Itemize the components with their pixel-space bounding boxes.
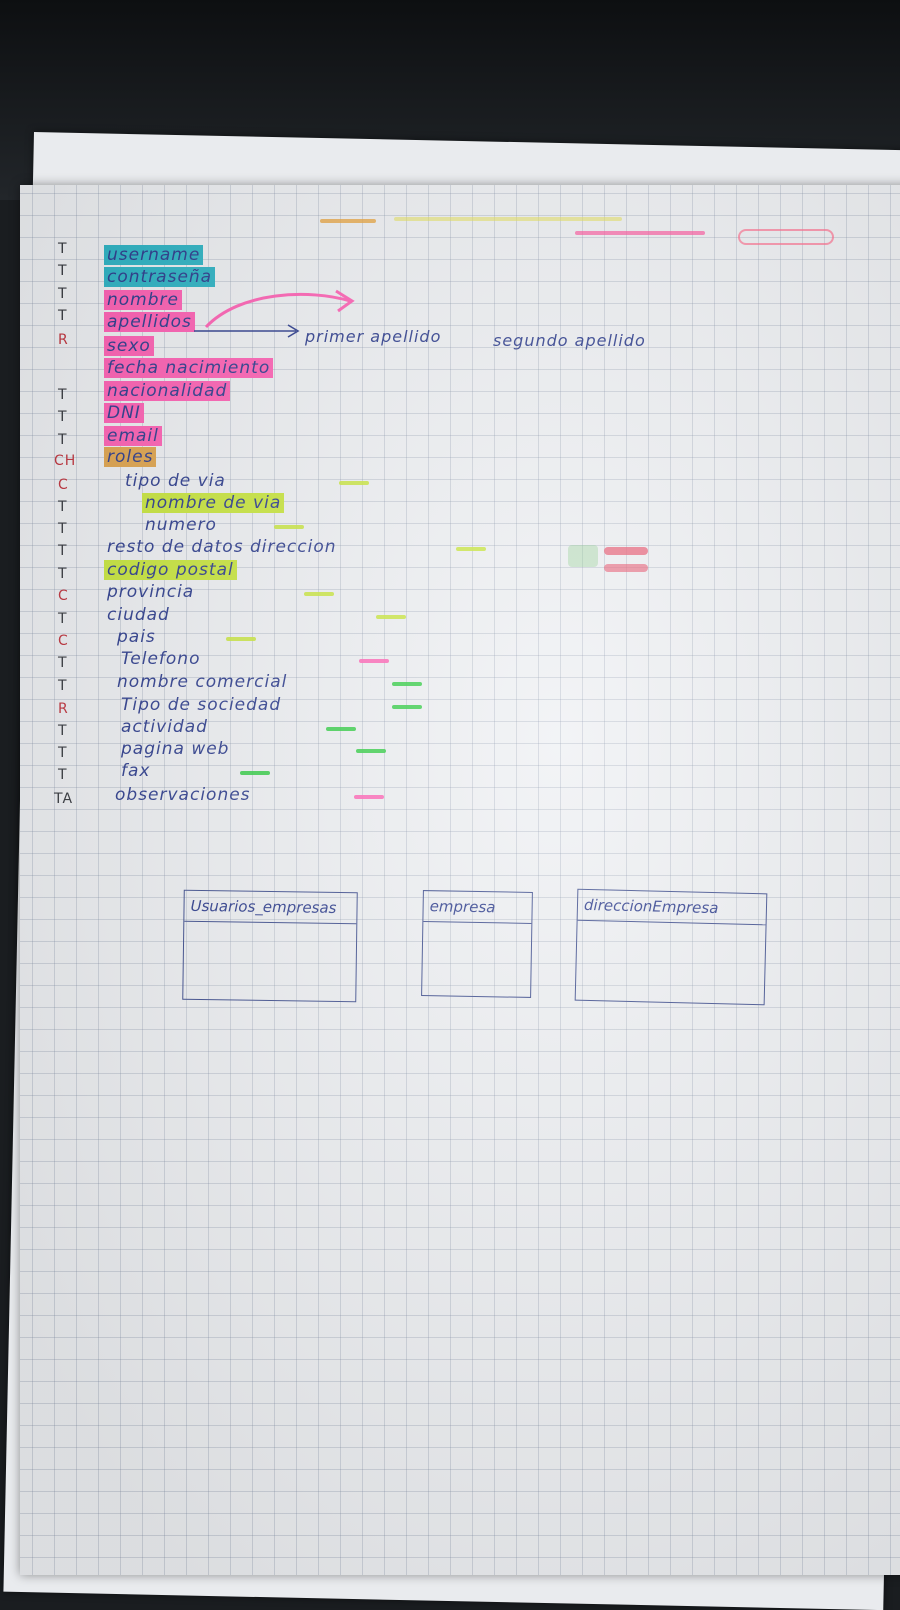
type-code: T [58, 767, 68, 783]
field-label: numero [145, 515, 217, 535]
field-label: tipo de via [125, 471, 226, 491]
marker-smudge-red-2 [604, 564, 648, 572]
type-code: T [58, 308, 68, 324]
marker-dash [274, 525, 304, 529]
type-code: T [58, 521, 68, 537]
field-label: DNI [104, 403, 144, 423]
type-code: T [58, 611, 68, 627]
type-code: T [58, 678, 68, 694]
field-label: actividad [121, 717, 208, 737]
field-label: username [104, 245, 204, 265]
type-code: T [58, 723, 68, 739]
type-code: C [58, 477, 69, 493]
field-label: Tipo de sociedad [121, 695, 282, 715]
type-code: TA [54, 791, 74, 807]
marker-test-pink [575, 231, 705, 235]
marker-smudge-green [568, 545, 598, 567]
marker-dash [376, 615, 406, 619]
type-code: T [58, 263, 68, 279]
marker-dash [456, 547, 486, 551]
field-label: observaciones [115, 785, 251, 805]
type-code: T [58, 241, 68, 257]
type-code: T [58, 745, 68, 761]
field-label: contraseña [104, 267, 216, 287]
marker-test-scribble [738, 229, 834, 245]
marker-dash [354, 795, 384, 799]
table-usuarios-empresas: Usuarios_empresas [182, 889, 358, 1003]
type-code: T [58, 432, 68, 448]
annotation-segundo-apellido: segundo apellido [493, 331, 646, 350]
type-code: T [58, 409, 68, 425]
table-title: Usuarios_empresas [184, 890, 357, 925]
pink-curve-arrow [204, 289, 355, 329]
marker-dash [359, 659, 389, 663]
marker-dash [326, 727, 356, 731]
table-empresa: empresa [421, 890, 533, 998]
field-label: fecha nacimiento [104, 358, 274, 378]
marker-dash [240, 771, 270, 775]
type-code: C [58, 633, 69, 649]
field-label: nombre de via [142, 493, 285, 513]
annotation-primer-apellido: primer apellido [305, 327, 442, 346]
type-code: T [58, 566, 68, 582]
field-label: pagina web [121, 739, 230, 759]
field-label: pais [117, 627, 156, 647]
table-title: direccionEmpresa [577, 889, 767, 926]
type-code: R [58, 701, 69, 717]
field-label: nombre [104, 290, 182, 310]
table-title: empresa [423, 891, 532, 924]
type-code: T [58, 286, 68, 302]
field-label: sexo [104, 336, 154, 356]
marker-dash [339, 481, 369, 485]
type-code: T [58, 499, 68, 515]
marker-dash [226, 637, 256, 641]
apellidos-arrow [194, 324, 300, 338]
type-code: T [58, 543, 68, 559]
marker-smudge-red-1 [604, 547, 648, 555]
field-label: codigo postal [104, 560, 237, 580]
marker-dash [392, 682, 422, 686]
field-label: email [104, 426, 162, 446]
type-code: C [58, 588, 69, 604]
marker-test-orange [320, 219, 376, 223]
field-label: apellidos [104, 312, 195, 332]
field-label: fax [121, 761, 151, 781]
field-label: nombre comercial [117, 672, 288, 692]
marker-dash [392, 705, 422, 709]
marker-dash [356, 749, 386, 753]
type-code: CH [54, 453, 77, 469]
type-code: R [58, 332, 69, 348]
table-direccion-empresa: direccionEmpresa [574, 888, 768, 1006]
field-label: roles [104, 447, 157, 467]
field-label: Telefono [121, 649, 201, 669]
field-label: ciudad [107, 605, 170, 625]
field-label: nacionalidad [104, 381, 231, 401]
type-code: T [58, 387, 68, 403]
marker-dash [304, 592, 334, 596]
type-code: T [58, 655, 68, 671]
marker-test-yellow [394, 217, 622, 221]
field-label: provincia [107, 582, 195, 602]
field-label: resto de datos direccion [107, 537, 337, 557]
